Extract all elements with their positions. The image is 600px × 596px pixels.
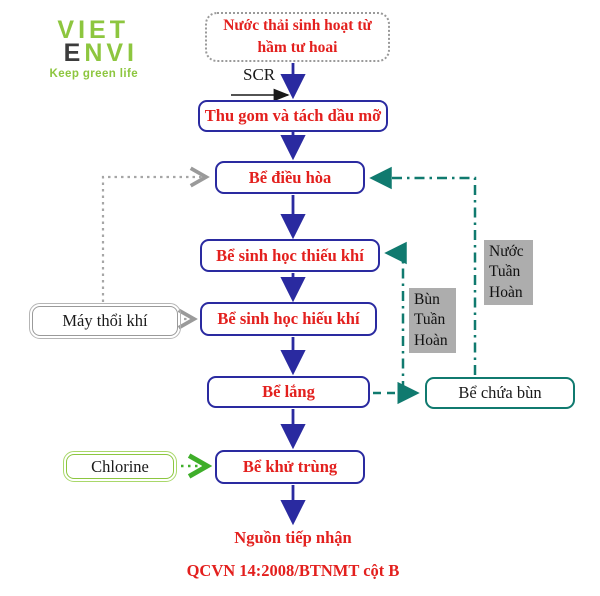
equalization-label: Bể điều hòa [248, 167, 332, 187]
vietenvi-logo: VIET ENVI Keep green life [30, 18, 138, 81]
disinfection-label: Bể khử trùng [242, 457, 338, 476]
anoxic-box: Bể sinh học thiếu khí [200, 239, 380, 272]
logo-viet-text: VIET [57, 16, 129, 44]
blower-to-equalization-line [101, 166, 210, 302]
logo-tagline: Keep green life [49, 68, 138, 80]
logo-envi-text: ENVI [30, 41, 138, 66]
water-recirc-label: Nước Tuần Hoàn [484, 240, 533, 306]
sludge-recirc-line1: Bùn [414, 291, 440, 308]
sludge-recirculation-line [384, 241, 407, 391]
settling-box: Bể lắng [207, 376, 370, 408]
blower-label: Máy thổi khí [62, 311, 148, 330]
anoxic-label: Bể sinh học thiếu khí [216, 245, 364, 265]
water-recirc-line3: Hoàn [489, 283, 523, 301]
equalization-box: Bể điều hòa [215, 161, 365, 194]
chlorine-label: Chlorine [91, 456, 149, 476]
logo-envi-nvi: NVI [84, 39, 138, 67]
settling-label: Bể lắng [262, 382, 315, 401]
blower-box: Máy thổi khí [29, 303, 181, 339]
water-recirc-line2: Tuần [489, 263, 521, 281]
logo-envi-e: E [63, 39, 85, 67]
source-box: Nước thải sinh hoạt từ hầm tư hoai [205, 12, 390, 62]
collect-label: Thu gom và tách dầu mỡ [204, 106, 382, 125]
sludge-tank-box: Bể chứa bùn [425, 377, 575, 409]
water-recirc-line1: Nước [489, 243, 524, 260]
aerobic-box: Bể sinh học hiếu khí [200, 302, 377, 336]
sludge-recirc-line2: Tuần [414, 311, 446, 329]
aerobic-label: Bể sinh học hiếu khí [217, 309, 360, 328]
sludge-tank-label: Bể chứa bùn [458, 383, 542, 402]
collect-box: Thu gom và tách dầu mỡ [198, 100, 388, 132]
source-line1: Nước thải sinh hoạt từ [223, 16, 372, 34]
source-line2: hầm tư hoai [257, 39, 338, 56]
outlet-text: Nguồn tiếp nhận [234, 528, 352, 547]
chlorine-box: Chlorine [63, 451, 177, 482]
scr-label: SCR [243, 65, 276, 84]
sludge-recirc-line3: Hoàn [414, 331, 448, 349]
standard-text: QCVN 14:2008/BTNMT cột B [186, 561, 400, 580]
water-recirculation-line [369, 166, 477, 375]
sludge-recirc-label: Bùn Tuần Hoàn [409, 288, 456, 354]
disinfection-box: Bể khử trùng [215, 450, 365, 484]
